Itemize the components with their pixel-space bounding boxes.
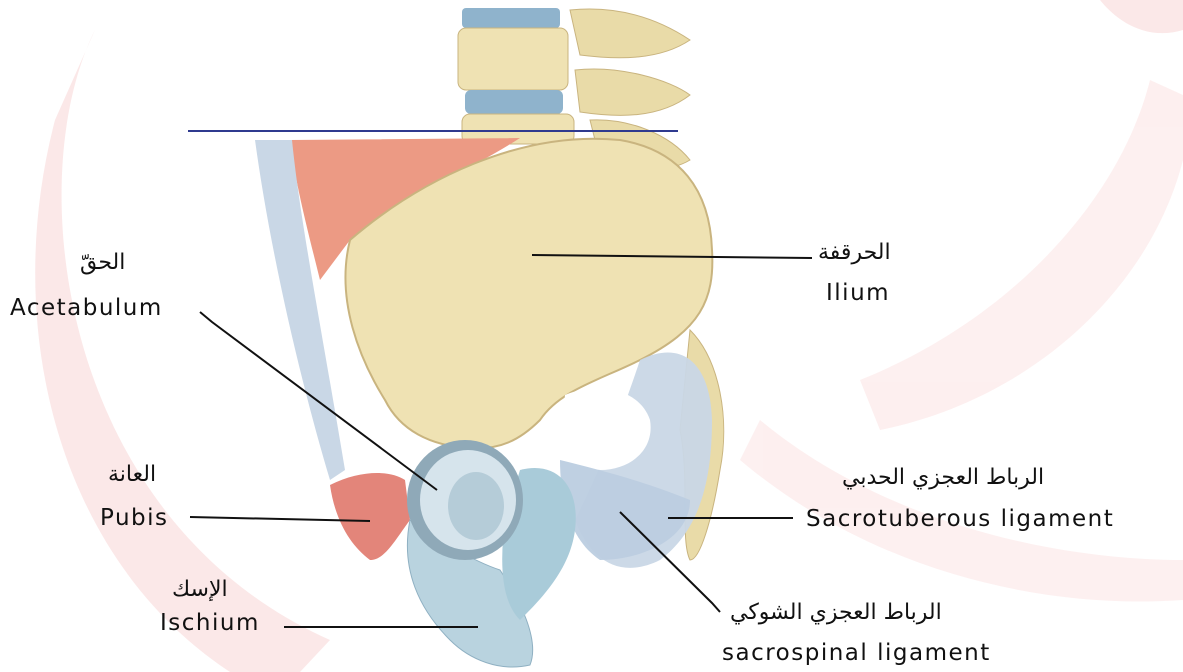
ischium-label-ar: الإسك [172, 577, 228, 602]
ischium-label-en: Ischium [160, 610, 260, 636]
acetabulum-label-en: Acetabulum [10, 295, 163, 321]
ilium-label-ar: الحرقفة [818, 240, 891, 265]
pubis-label-en: Pubis [100, 505, 169, 531]
sacrotuberous-label-en: Sacrotuberous ligament [806, 506, 1114, 532]
sacrotuberous-label-ar: الرباط العجزي الحدبي [842, 465, 1044, 490]
pubis-bone [330, 473, 410, 560]
acetabulum-socket [407, 440, 523, 560]
sacrospinal-label-en: sacrospinal ligament [722, 640, 991, 666]
pubis-label-ar: العانة [108, 462, 156, 487]
ilium-label-en: Ilium [826, 280, 890, 306]
sacrospinal-label-ar: الرباط العجزي الشوكي [730, 600, 942, 625]
acetabulum-label-ar: الحقّ [80, 250, 125, 275]
